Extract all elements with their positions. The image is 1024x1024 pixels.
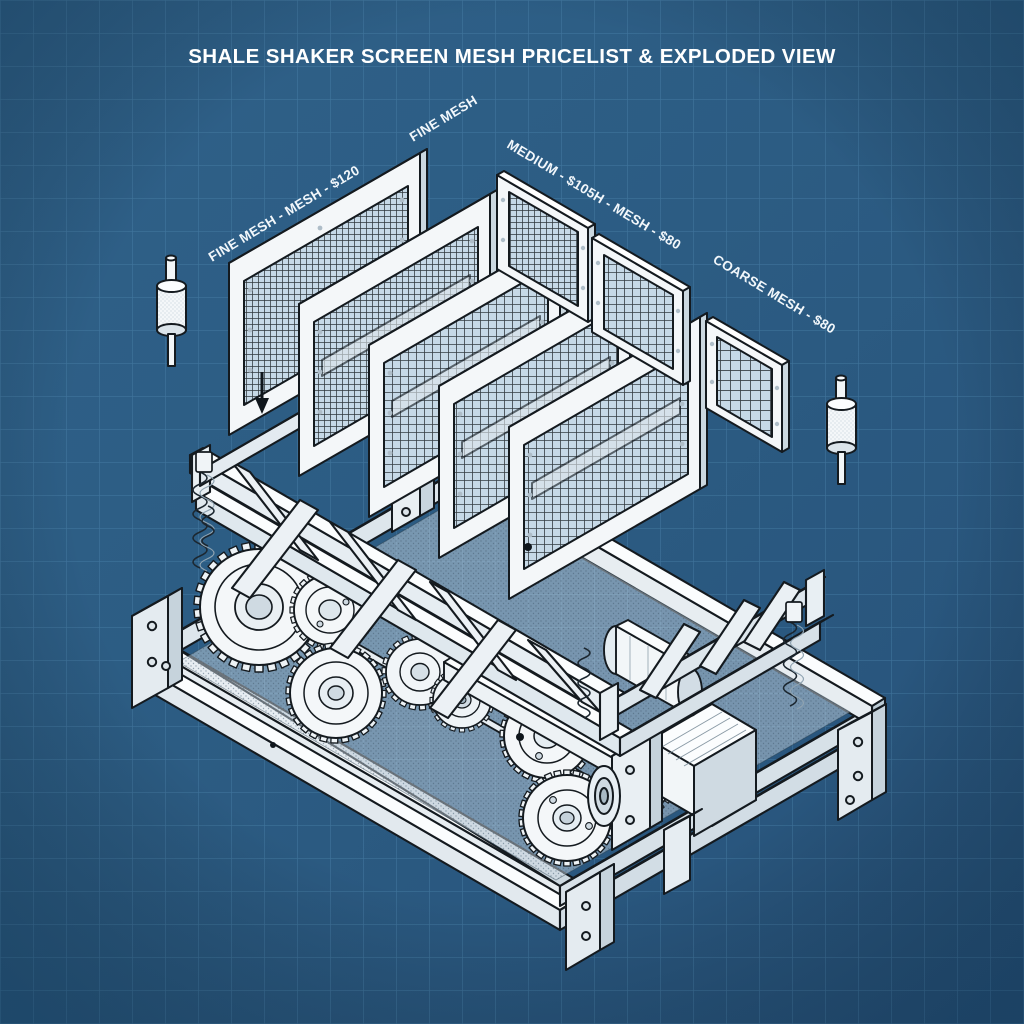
screen-panel-7	[591, 233, 691, 386]
spring-2	[577, 647, 591, 719]
spring-1	[192, 471, 215, 572]
bushing-right	[826, 374, 857, 485]
spring-4	[201, 505, 215, 547]
corner-brackets	[131, 587, 887, 971]
page-title: SHALE SHAKER SCREEN MESH PRICELIST & EXP…	[188, 45, 836, 68]
pin-bushings	[156, 254, 857, 485]
isolation-springs	[192, 471, 805, 719]
bushing-left	[156, 254, 187, 367]
spring-3	[782, 621, 805, 710]
screen-panel-8	[705, 316, 790, 453]
spring-caps	[195, 451, 803, 623]
reference-marks	[270, 543, 532, 748]
screen-panels	[228, 148, 790, 600]
gear-large-3	[285, 642, 387, 744]
assembly-direction-arrow	[255, 372, 269, 414]
